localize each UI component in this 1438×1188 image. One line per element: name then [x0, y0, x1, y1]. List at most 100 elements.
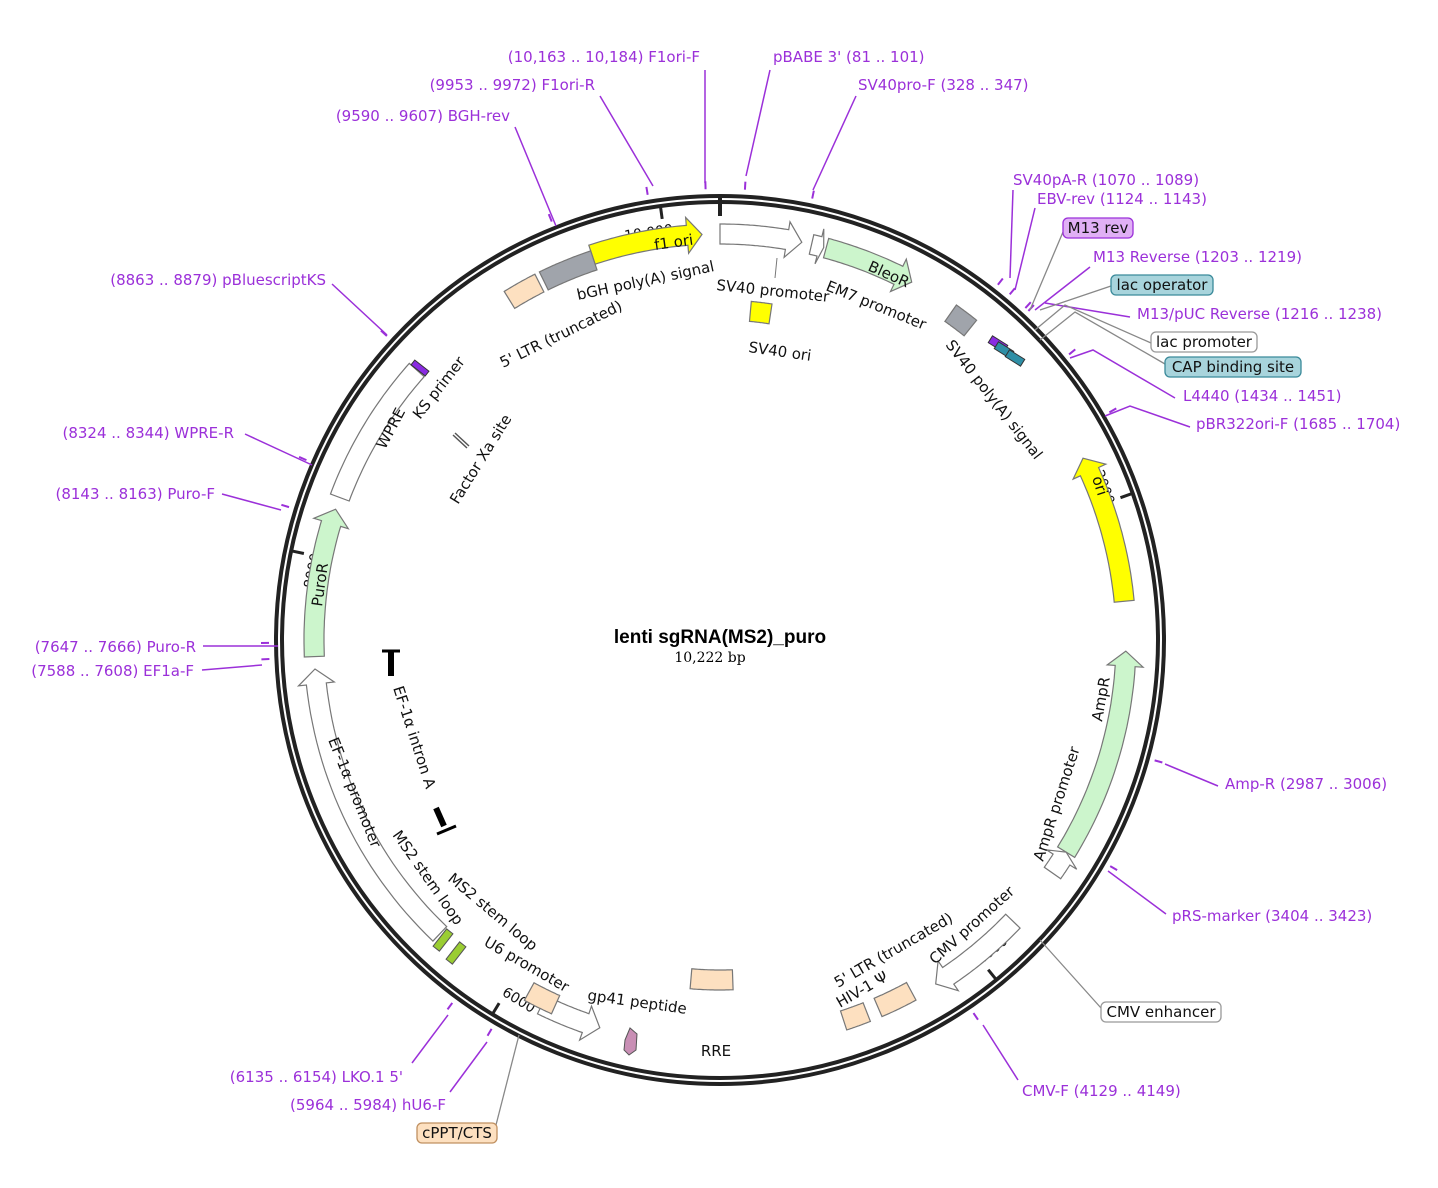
ef1a-intron-marks — [382, 649, 457, 836]
label-sv40-ori: SV40 ori — [747, 338, 812, 365]
primer-sv40pa-r[interactable] — [997, 277, 1004, 286]
box-hiv-1[interactable] — [839, 1002, 872, 1031]
leader-hu6-f — [449, 1041, 488, 1093]
ks-primer-mark — [410, 359, 430, 377]
tick-10-000 — [658, 205, 664, 220]
primer-label-ef1a-f[interactable]: (7588 .. 7608) EF1a-F — [31, 662, 194, 680]
primer-sv40pro-f[interactable] — [811, 190, 815, 199]
callout-lac-promoter[interactable]: lac promoter — [1034, 304, 1258, 353]
leader-prs-marker — [1107, 870, 1167, 915]
primer-label-pbabe-3[interactable]: pBABE 3' (81 .. 101) — [773, 48, 925, 66]
feature-em7-promoter[interactable] — [808, 228, 825, 265]
callout-cmv-enhancer[interactable]: CMV enhancer — [1039, 939, 1222, 1023]
feature-ampr[interactable] — [1056, 650, 1145, 859]
primer-cmv-f[interactable] — [972, 1012, 979, 1021]
callout-cppt-cts[interactable]: cPPT/CTS — [416, 1034, 520, 1144]
svg-text:CAP binding site: CAP binding site — [1172, 358, 1294, 376]
leader-sv40pro-f — [812, 95, 857, 191]
leader-amp-r — [1164, 763, 1219, 787]
leader-l4440 — [1069, 349, 1176, 399]
feature-puror[interactable] — [303, 508, 350, 658]
primer-bgh-rev[interactable] — [547, 213, 553, 222]
label-ef1a-intron: EF-1α intron A — [389, 684, 439, 792]
primer-label-hu6-f[interactable]: (5964 .. 5984) hU6-F — [290, 1096, 446, 1114]
primer-pbluescriptks[interactable] — [380, 329, 388, 337]
leader-sv40pa-r — [1009, 189, 1014, 279]
callout-lac-operator[interactable]: lac operator — [1039, 274, 1214, 311]
primer-label-cmv-f[interactable]: CMV-F (4129 .. 4149) — [1022, 1082, 1181, 1100]
box-bgh-poly-a-signal[interactable] — [538, 250, 598, 291]
primer-wpre-r[interactable] — [298, 455, 307, 462]
primer-label-lko-1-5[interactable]: (6135 .. 6154) LKO.1 5' — [230, 1068, 403, 1086]
primer-m13-reverse[interactable] — [1024, 301, 1032, 309]
primer-label-amp-r[interactable]: Amp-R (2987 .. 3006) — [1225, 775, 1387, 793]
primers-layer: (10,163 .. 10,184) F1ori-F (9953 .. 9972)… — [31, 48, 1400, 1114]
primer-label-puro-r[interactable]: (7647 .. 7666) Puro-R — [35, 638, 196, 656]
primer-label-l4440[interactable]: L4440 (1434 .. 1451) — [1183, 387, 1341, 405]
leader-m13-puc-reverse — [1044, 302, 1131, 318]
leader-f1ori-r — [599, 95, 654, 187]
primer-label-sv40pa-r[interactable]: SV40pA-R (1070 .. 1089) — [1013, 171, 1199, 189]
primer-lko-1-5[interactable] — [446, 1002, 454, 1010]
feature-ori[interactable] — [1071, 457, 1135, 603]
plasmid-name: lenti sgRNA(MS2)_puro — [614, 627, 826, 648]
label-ori: ori — [1088, 474, 1111, 498]
leader-cmv-f — [982, 1024, 1019, 1081]
feature-ampr-promoter[interactable] — [1043, 849, 1078, 880]
leader-sv40-promoter — [774, 257, 778, 279]
leader-ebv-rev — [1014, 207, 1036, 291]
primer-label-puro-f[interactable]: (8143 .. 8163) Puro-F — [55, 485, 215, 503]
primer-puro-f[interactable] — [281, 503, 290, 509]
callout-m13-rev[interactable]: M13 rev — [1029, 217, 1134, 311]
leader-pbr322ori-f — [1104, 405, 1191, 428]
svg-text:cPPT/CTS: cPPT/CTS — [422, 1124, 492, 1142]
leader-m13-reverse — [1034, 266, 1091, 311]
label-gp41: gp41 peptide — [586, 986, 688, 1018]
tick-8000 — [290, 549, 305, 555]
feature-sv40-promoter[interactable] — [719, 220, 803, 259]
box-5-ltr-truncated[interactable] — [503, 273, 545, 310]
leader-puro-f — [221, 493, 282, 511]
primer-label-f1ori-r[interactable]: (9953 .. 9972) F1ori-R — [430, 76, 595, 94]
primer-l4440[interactable] — [1068, 348, 1076, 356]
leader-bgh-rev — [514, 126, 557, 227]
label-puror: PuroR — [308, 562, 332, 608]
primer-pbr322ori-f[interactable] — [1108, 407, 1117, 414]
factor-xa-site-mark — [452, 432, 470, 449]
feature-ef-1-promoter[interactable] — [296, 668, 448, 942]
primer-f1ori-r[interactable] — [645, 186, 649, 195]
primer-label-pbluescriptks[interactable]: (8863 .. 8879) pBluescriptKS — [110, 271, 326, 289]
box-rre[interactable] — [689, 968, 734, 991]
primer-hu6-f[interactable] — [486, 1028, 493, 1037]
box-sv40-ori[interactable] — [748, 300, 773, 325]
primer-label-ebv-rev[interactable]: EBV-rev (1124 .. 1143) — [1037, 190, 1207, 208]
feature-wpre[interactable] — [329, 362, 426, 502]
box-cppt-cts-box[interactable] — [523, 982, 561, 1015]
tick-4000 — [987, 968, 998, 981]
feature-cmv-promoter[interactable] — [935, 913, 1021, 992]
callout-cap-binding-site[interactable]: CAP binding site — [1039, 311, 1302, 378]
box-5-ltr-truncated-right[interactable] — [873, 981, 917, 1018]
primer-prs-marker[interactable] — [1109, 865, 1118, 872]
tick-2000 — [1119, 491, 1134, 500]
primer-label-prs-marker[interactable]: pRS-marker (3404 .. 3423) — [1172, 907, 1372, 925]
box-sv40-poly-a-signal[interactable] — [944, 304, 978, 337]
primer-label-sv40pro-f[interactable]: SV40pro-F (328 .. 347) — [858, 76, 1029, 94]
primer-label-bgh-rev[interactable]: (9590 .. 9607) BGH-rev — [336, 107, 510, 125]
svg-text:lac promoter: lac promoter — [1156, 333, 1253, 351]
primer-ebv-rev[interactable] — [1008, 287, 1016, 296]
label-sv40-polya: SV40 poly(A) signal — [942, 336, 1046, 463]
primer-label-m13-reverse[interactable]: M13 Reverse (1203 .. 1219) — [1093, 248, 1302, 266]
primer-label-f1ori-f[interactable]: (10,163 .. 10,184) F1ori-F — [508, 48, 700, 66]
label-f1-ori: f1 ori — [653, 231, 694, 254]
feature-bleor[interactable] — [822, 237, 913, 293]
label-rre: RRE — [701, 1042, 731, 1060]
primer-label-pbr322ori-f[interactable]: pBR322ori-F (1685 .. 1704) — [1196, 415, 1400, 433]
leader-lko-1-5 — [411, 1014, 449, 1064]
leader-pbabe-3 — [745, 69, 771, 177]
plasmid-length: 10,222 bp — [674, 650, 745, 666]
feature-f1-ori[interactable] — [588, 215, 703, 265]
primer-label-wpre-r[interactable]: (8324 .. 8344) WPRE-R — [62, 424, 234, 442]
primer-amp-r[interactable] — [1154, 759, 1163, 764]
primer-label-m13-puc-reverse[interactable]: M13/pUC Reverse (1216 .. 1238) — [1137, 305, 1382, 323]
